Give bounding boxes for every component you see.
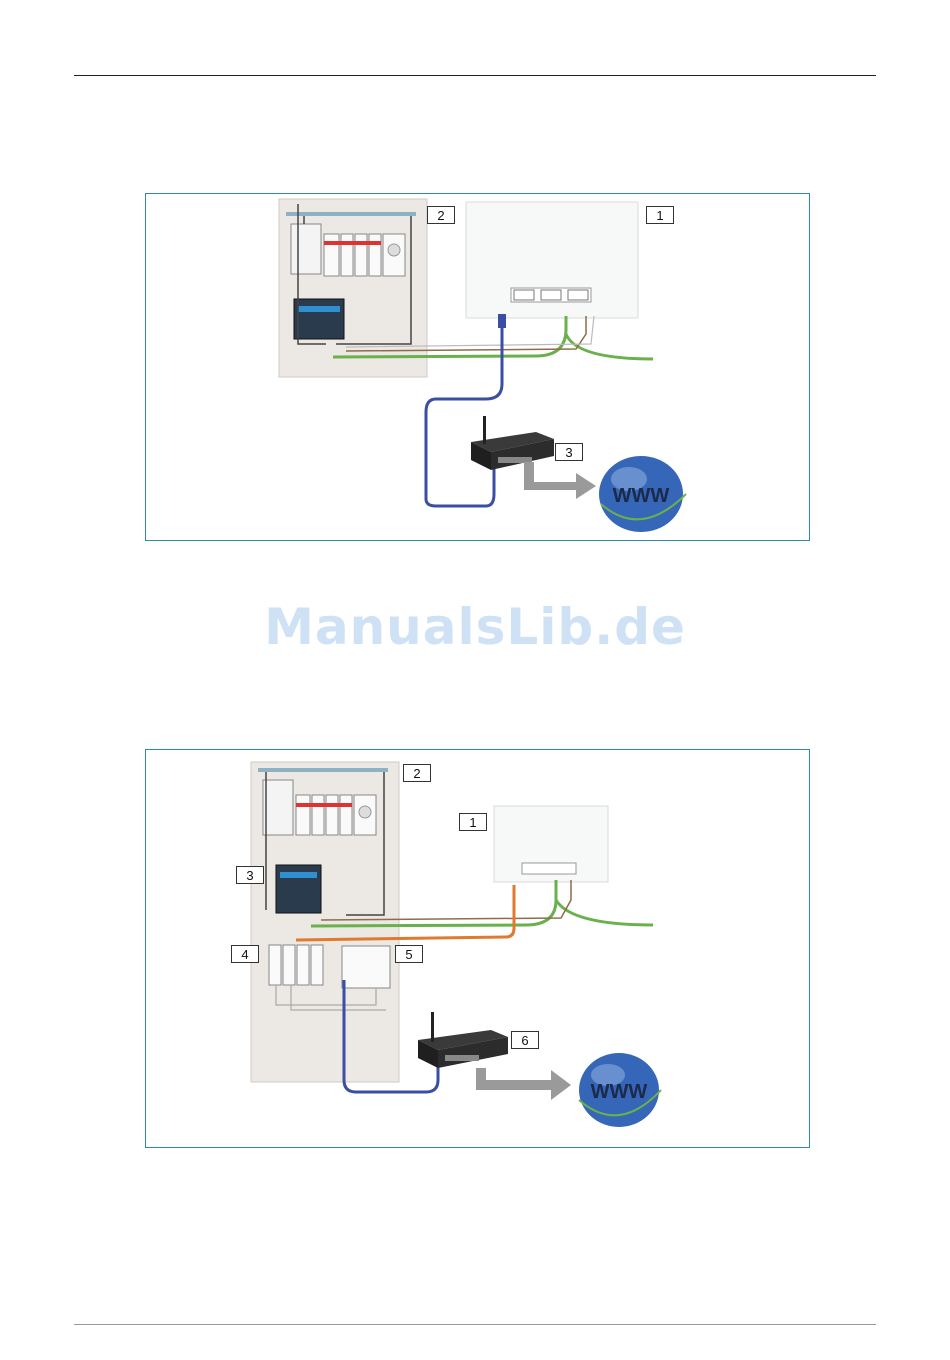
figure-installation-gateway: WWW 1 2 3 4 5 6 [145,749,810,1148]
callout-5: 5 [395,945,423,963]
callout-3: 3 [555,443,583,461]
ip-gateway-module [342,946,390,988]
header-rule [74,75,876,76]
footer-rule [74,1324,876,1325]
callout-3: 3 [236,866,264,884]
globe-label: WWW [591,1081,648,1103]
internet-arrow [524,462,596,499]
callout-4: 4 [231,945,259,963]
callout-6: 6 [511,1031,539,1049]
terminal-rail [286,212,416,216]
main-breaker [291,224,321,274]
figure1-illustration: WWW [146,194,809,540]
figure-installation-lan: WWW 1 2 3 [145,193,810,541]
callout-2: 2 [427,206,455,224]
router-antenna [483,416,486,444]
callout-1: 1 [646,206,674,224]
power-supply-module [294,299,344,339]
callout-2: 2 [403,764,431,782]
internet-arrow [476,1068,571,1100]
globe-label: WWW [613,485,670,507]
watermark: ManualsLib.de [0,598,950,656]
callout-1: 1 [459,813,487,831]
